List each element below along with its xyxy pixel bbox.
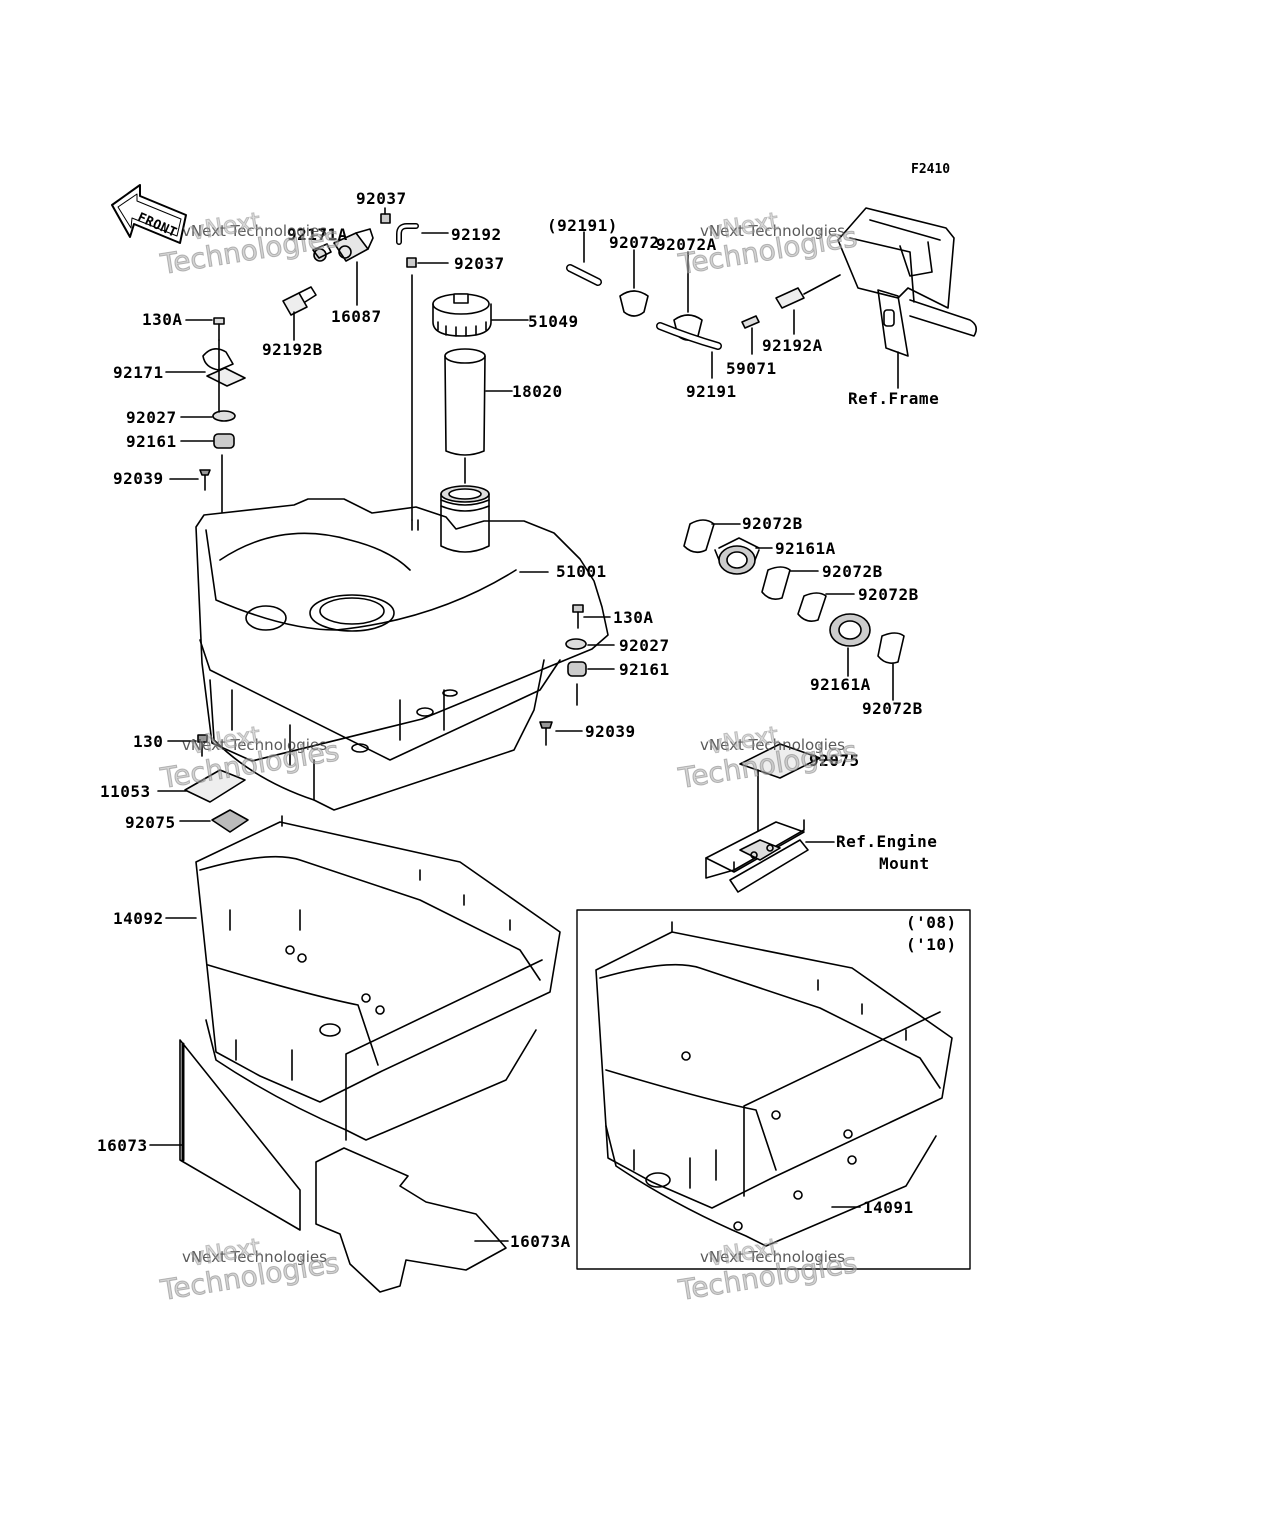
grommet-92161a-2-icon — [830, 614, 870, 676]
label-92072a: 92072A — [656, 235, 717, 254]
label-ref-engine: Ref.Engine — [836, 832, 938, 851]
label-51001: 51001 — [556, 562, 607, 581]
grommet-92161-mid-icon — [568, 662, 614, 676]
label-92161a-1: 92161A — [775, 539, 836, 558]
label-16073: 16073 — [97, 1136, 148, 1155]
grommet-92161a-1-icon — [715, 538, 772, 574]
rubber-92075-right-icon — [740, 744, 836, 840]
filler-tube-18020-icon — [445, 349, 512, 483]
label-11053: 11053 — [100, 782, 151, 801]
label-92191-paren: (92191) — [547, 216, 618, 235]
fitting-92192a-icon — [776, 275, 840, 334]
label-14092: 14092 — [113, 909, 164, 928]
label-92072: 92072 — [609, 233, 660, 252]
label-18020: 18020 — [512, 382, 563, 401]
label-130a-top: 130A — [142, 310, 183, 329]
rivet-92039-top-icon — [170, 470, 210, 490]
label-14091: 14091 — [863, 1198, 914, 1217]
label-92192b: 92192B — [262, 340, 323, 359]
bolt-130-icon — [168, 735, 207, 756]
label-92039-top: 92039 — [113, 469, 164, 488]
label-92191: 92191 — [686, 382, 737, 401]
grommet-92161-top-icon — [181, 434, 234, 448]
label-51049: 51049 — [528, 312, 579, 331]
fitting-92192b-icon — [283, 287, 316, 340]
clamp-92072b-4-icon — [878, 633, 904, 700]
label-130: 130 — [133, 732, 164, 751]
clamp-92072a-icon — [674, 252, 702, 340]
engine-mount-reference-icon — [706, 820, 834, 892]
label-92037-top: 92037 — [356, 189, 407, 208]
label-92192: 92192 — [451, 225, 502, 244]
variant-box-frame — [577, 910, 970, 1269]
label-year-08: ('08) — [906, 913, 957, 932]
clamp-92072b-2-icon — [762, 567, 818, 599]
label-92075-left: 92075 — [125, 813, 176, 832]
label-92161-mid: 92161 — [619, 660, 670, 679]
bracket-92171-icon — [166, 349, 245, 386]
label-92027-top: 92027 — [126, 408, 177, 427]
clamp-92171a-icon — [313, 244, 331, 261]
pad-16073-icon — [150, 1040, 300, 1230]
label-16073a: 16073A — [510, 1232, 571, 1251]
label-130a-mid: 130A — [613, 608, 654, 627]
bolt-130a-mid-icon — [573, 605, 610, 628]
tank-filler-neck-icon — [412, 486, 489, 552]
clamp-92072b-3-icon — [798, 593, 854, 621]
clamp-92072-icon — [620, 250, 648, 316]
skid-plate-14092-icon — [166, 816, 560, 1140]
hose-92191-icon — [660, 326, 718, 378]
label-ref-frame: Ref.Frame — [848, 389, 940, 408]
clamp-92072b-1-icon — [684, 520, 740, 552]
fuel-tank-51001-icon — [196, 499, 608, 810]
label-ref-engine-mount: Mount — [879, 854, 930, 873]
rubber-92075-left-icon — [180, 810, 248, 832]
label-92171: 92171 — [113, 363, 164, 382]
washer-92027-top-icon — [181, 411, 235, 421]
label-92075-right: 92075 — [809, 751, 860, 770]
label-92027-mid: 92027 — [619, 636, 670, 655]
label-year-10: ('10) — [906, 935, 957, 954]
label-92171a: 92171A — [287, 225, 348, 244]
label-59071: 59071 — [726, 359, 777, 378]
label-16087: 16087 — [331, 307, 382, 326]
washer-92027-mid-icon — [566, 639, 614, 649]
fitting-59071-icon — [742, 316, 759, 354]
clip-92037b-icon — [407, 258, 448, 267]
label-92039-mid: 92039 — [585, 722, 636, 741]
hose-92191-paren-icon — [570, 232, 598, 282]
skid-plate-14091-icon — [596, 922, 952, 1246]
fuel-cap-51049-icon — [433, 294, 528, 336]
figure-code: F2410 — [911, 162, 951, 177]
front-arrow-icon — [112, 185, 186, 243]
hose-92192-icon — [399, 226, 448, 242]
label-92072b-2: 92072B — [822, 562, 883, 581]
label-92072b-3: 92072B — [858, 585, 919, 604]
label-92161-top: 92161 — [126, 432, 177, 451]
pad-16073a-icon — [316, 1148, 508, 1292]
label-92161a-2: 92161A — [810, 675, 871, 694]
label-92192a: 92192A — [762, 336, 823, 355]
frame-reference-icon — [838, 208, 976, 388]
label-92037-second: 92037 — [454, 254, 505, 273]
bolt-130a-top-icon — [186, 318, 224, 340]
rivet-92039-mid-icon — [540, 722, 582, 745]
clip-92037-icon — [381, 208, 390, 223]
label-92072b-1: 92072B — [742, 514, 803, 533]
valve-16087-icon — [334, 229, 373, 305]
bracket-11053-icon — [158, 770, 245, 802]
label-92072b-4: 92072B — [862, 699, 923, 718]
